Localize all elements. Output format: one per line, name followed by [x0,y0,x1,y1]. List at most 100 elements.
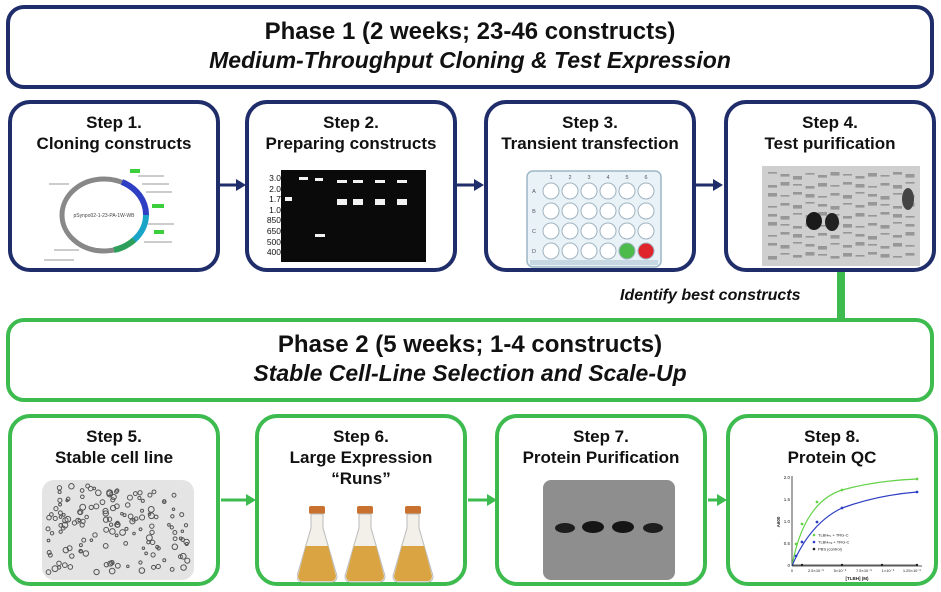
cell [102,516,110,523]
step8-box: Step 8. Protein QC 0 0.5 1.0 1.5 2.0 0 2… [726,414,938,586]
gel-band [868,252,877,255]
plate-well [542,202,560,220]
cell [170,514,175,519]
cell [124,502,131,508]
cell [77,518,82,523]
cell [120,511,124,516]
cell [138,567,146,574]
step2-number: Step 2. [323,113,379,132]
cell [89,538,94,542]
agarose-gel [281,170,426,262]
cell [137,495,142,501]
cell [155,544,160,550]
col-label: 4 [606,175,609,181]
gel-band [843,245,852,248]
cell [151,489,157,495]
gel-band [793,192,802,195]
gel-band [768,193,777,197]
series-blue-curve [791,491,918,567]
gel-band [868,244,877,246]
gel-band [780,182,790,186]
cell [88,504,94,510]
cell [179,512,185,518]
gel-band [818,233,827,236]
cell [46,514,52,521]
gel-band [768,172,777,174]
step8-name: Protein QC [787,448,877,467]
cell [68,483,75,490]
cell [138,527,143,532]
cell [80,518,86,524]
cell [80,494,85,500]
cell [132,491,138,497]
gel-band [893,185,902,189]
gel-band [830,235,840,239]
plate-well [618,242,636,260]
cell [106,489,114,497]
cell [149,529,155,536]
gel-band [855,255,865,257]
cell [139,514,146,521]
gel-band [855,242,865,246]
cell [47,552,53,558]
cell [167,522,171,527]
gel-band [893,243,902,247]
col-label: 6 [644,175,647,181]
cell [114,522,121,528]
gel-band [793,213,802,215]
cell [145,534,153,542]
cell [169,525,174,530]
cell [180,529,185,534]
row-label: C [532,229,536,235]
cell [122,513,127,518]
series-green-curve [791,478,918,567]
flask-icon [344,506,386,583]
cell [79,503,87,511]
row-label: D [532,249,536,255]
cell [102,507,109,515]
plate-well [561,242,579,260]
y-tick: 1.5 [784,497,791,502]
step6-box: Step 6. Large Expression “Runs” [255,414,467,586]
gel-band [868,194,877,197]
gel-band [818,246,827,250]
cell [151,564,157,570]
gel-band [780,203,790,206]
gel-band [768,206,777,208]
row-label: A [532,189,536,195]
gel-band [818,175,827,178]
cell [149,523,155,529]
ladder-label: 500 [266,236,281,247]
cell [147,512,152,516]
gel-band [818,254,827,256]
cell [69,553,75,559]
col-label: 1 [549,175,552,181]
cell [78,548,83,554]
cell [124,526,129,531]
cell [155,563,161,570]
cell [109,528,116,535]
step8-number: Step 8. [804,427,860,446]
arrow-step5-step6 [221,494,256,506]
step1-name: Cloning constructs [36,134,192,153]
y-tick: 2.0 [784,475,791,480]
flask-icon [392,506,434,583]
cell [78,543,83,548]
plate-well [618,182,636,200]
cell [179,552,187,560]
x-tick: 1.25×10⁻⁵ [903,568,922,573]
gel-band [855,184,865,188]
gel-band [893,256,902,258]
gel-band [893,235,902,238]
gel-band [818,212,827,216]
gel-band [905,232,915,236]
arrow-step6-step7 [468,494,497,506]
cell [58,502,62,507]
plate-well [542,182,560,200]
cell [114,533,119,538]
gel-band [818,183,827,187]
cell [79,488,85,493]
cell [110,560,115,565]
cell [180,564,187,571]
ladder-label: 1.0 [269,204,281,215]
